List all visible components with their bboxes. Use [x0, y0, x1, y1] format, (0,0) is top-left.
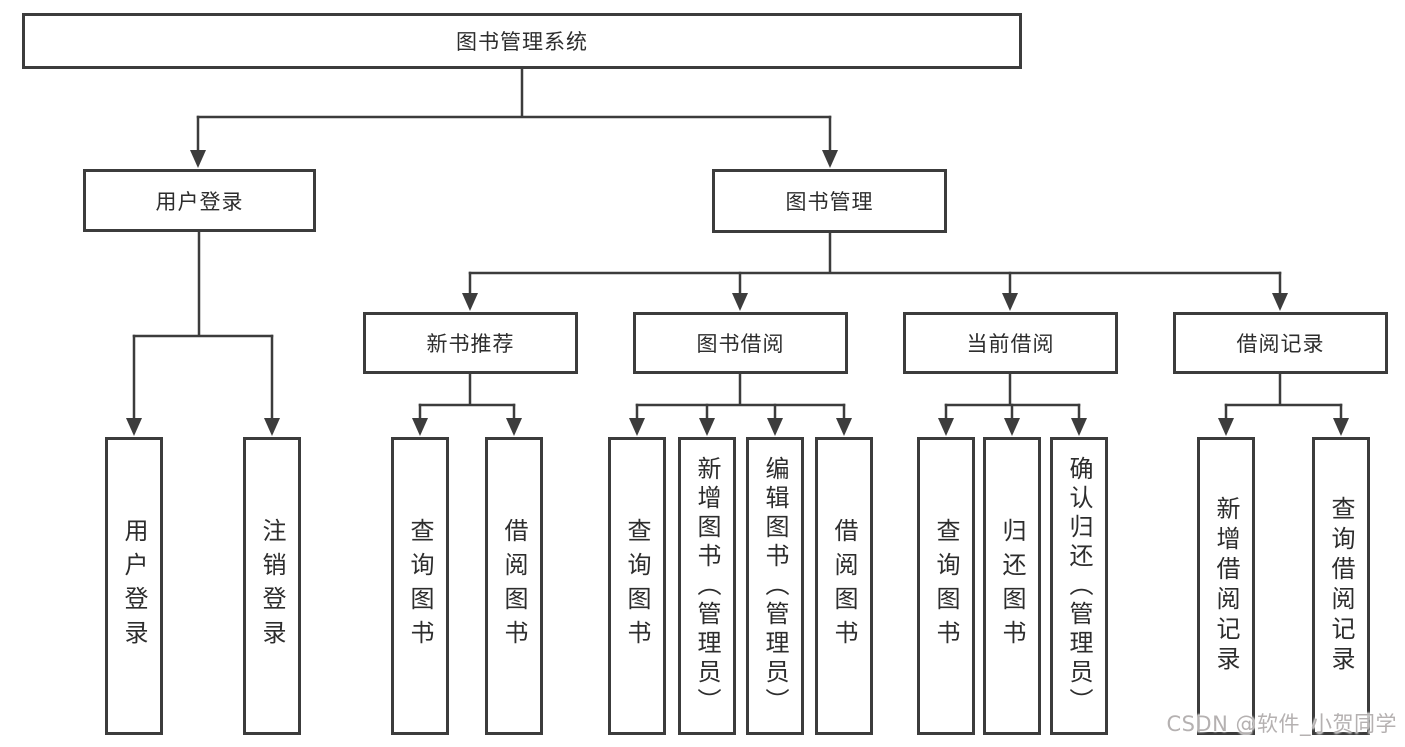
- node-leaf-logout: 注销登录: [243, 437, 301, 735]
- node-leaf-return-books: 归还图书: [983, 437, 1041, 735]
- node-root: 图书管理系统: [22, 13, 1022, 69]
- node-leaf-add-books-admin: 新增图书（管理员）: [678, 437, 736, 735]
- node-leaf-borrow-books-2: 借阅图书: [815, 437, 873, 735]
- node-borrow-records: 借阅记录: [1173, 312, 1388, 374]
- node-user-login: 用户登录: [83, 169, 316, 232]
- node-leaf-borrow-books-1: 借阅图书: [485, 437, 543, 735]
- node-leaf-query-books-2: 查询图书: [608, 437, 666, 735]
- node-leaf-query-books-1: 查询图书: [391, 437, 449, 735]
- node-leaf-user-login: 用户登录: [105, 437, 163, 735]
- node-leaf-add-borrow-record: 新增借阅记录: [1197, 437, 1255, 735]
- node-book-borrow: 图书借阅: [633, 312, 848, 374]
- node-leaf-edit-books-admin: 编辑图书（管理员）: [746, 437, 804, 735]
- node-book-mgmt: 图书管理: [712, 169, 947, 233]
- csdn-watermark: CSDN @软件_小贺同学: [1166, 712, 1397, 736]
- node-new-books: 新书推荐: [363, 312, 578, 374]
- node-current-borrow: 当前借阅: [903, 312, 1118, 374]
- node-leaf-query-borrow-record: 查询借阅记录: [1312, 437, 1370, 735]
- node-leaf-query-books-3: 查询图书: [917, 437, 975, 735]
- node-leaf-confirm-return-admin: 确认归还（管理员）: [1050, 437, 1108, 735]
